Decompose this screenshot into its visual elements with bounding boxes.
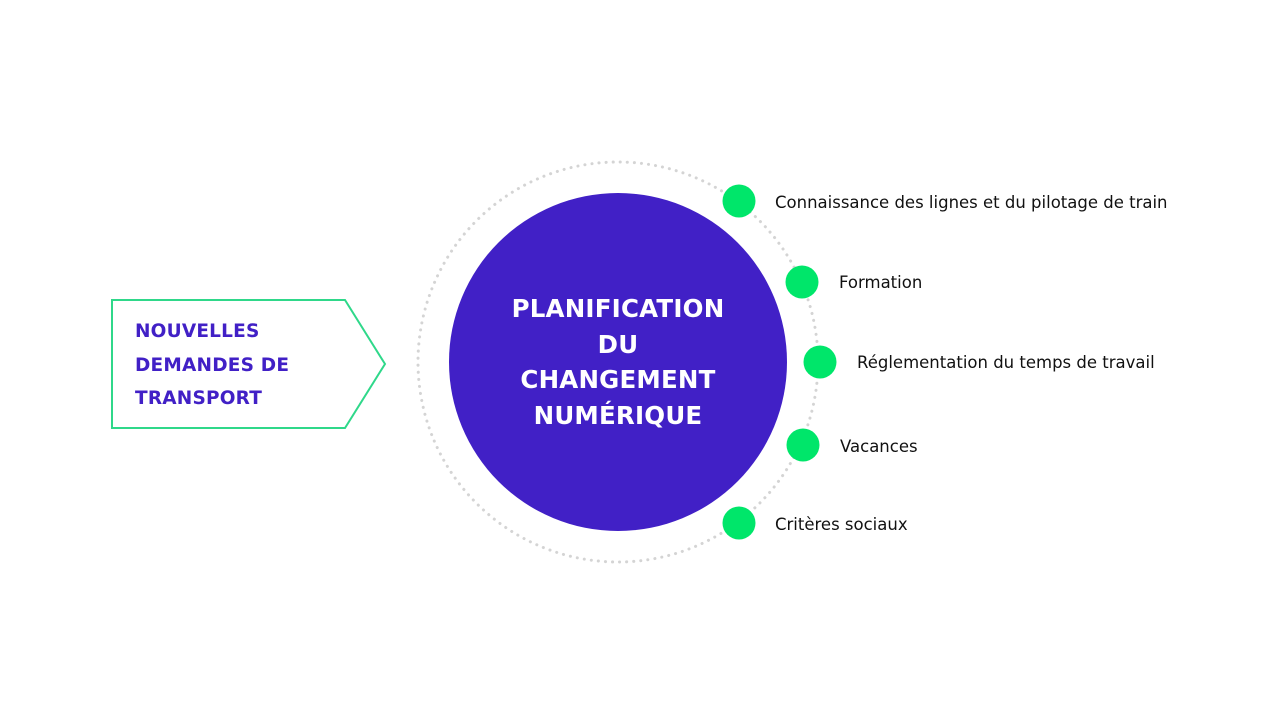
factor-label-5: Critères sociaux	[775, 515, 908, 534]
factor-dot-1	[722, 184, 756, 218]
factor-label-1: Connaissance des lignes et du pilotage d…	[775, 193, 1168, 212]
input-line-3: TRANSPORT	[135, 388, 263, 409]
factor-dot-5	[722, 506, 756, 540]
factor-label-3: Réglementation du temps de travail	[857, 353, 1155, 372]
factor-label-2: Formation	[839, 273, 923, 292]
center-line-3: CHANGEMENT	[520, 365, 716, 394]
input-chevron-shape	[111, 299, 387, 429]
center-title: PLANIFICATION DU CHANGEMENT NUMÉRIQUE	[478, 291, 758, 433]
input-block-label: NOUVELLES DEMANDES DE TRANSPORT	[135, 315, 340, 416]
center-line-2: DU	[597, 329, 639, 359]
input-line-2: DEMANDES DE	[135, 354, 290, 376]
central-circle	[449, 193, 787, 531]
input-line-1: NOUVELLES	[135, 321, 260, 342]
factor-dot-4	[786, 428, 820, 462]
center-line-4: NUMÉRIQUE	[533, 400, 703, 430]
factor-dot-2	[785, 265, 819, 299]
factor-label-4: Vacances	[840, 437, 918, 456]
factor-dot-3	[803, 345, 837, 379]
center-line-1: PLANIFICATION	[511, 294, 725, 323]
